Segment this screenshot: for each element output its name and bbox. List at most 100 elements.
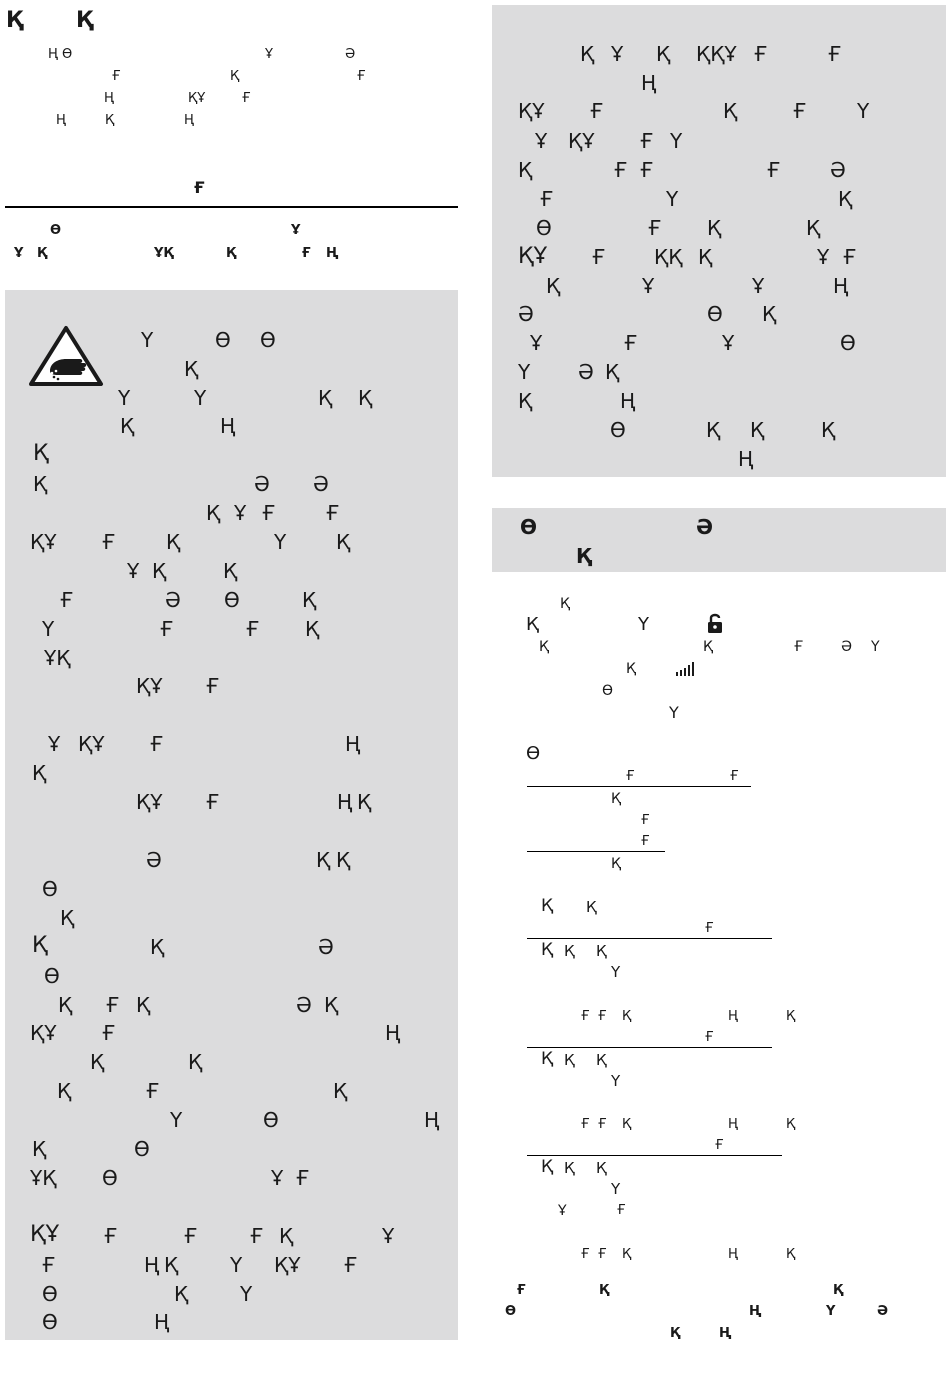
info-word: ҚҚ	[654, 245, 683, 269]
warning-word: Ғ	[184, 1224, 198, 1248]
warning-word: ҚҰ	[30, 530, 57, 554]
content-text: Қ	[626, 661, 636, 677]
warning-word: Қ	[32, 933, 48, 958]
info-word: Ң	[833, 274, 849, 298]
info-word: Ғ	[767, 158, 781, 182]
content-text: Қ	[541, 940, 554, 960]
warning-word: Қ	[120, 414, 135, 438]
warning-word: Ғ	[206, 674, 220, 698]
warning-word: Қ	[164, 1253, 179, 1277]
info-word: Ғ	[640, 158, 654, 182]
warning-word: ҚҰ	[30, 1021, 57, 1045]
warning-word: Қ	[206, 501, 221, 525]
content-text: Қ	[541, 1157, 554, 1177]
content-text: Қ	[564, 942, 575, 960]
warning-word: Қ	[358, 386, 373, 410]
header-text: Ғ	[112, 69, 121, 84]
footer-text: Ә	[877, 1304, 889, 1319]
warning-word: Ө	[42, 1282, 58, 1306]
warning-word: Қ	[336, 848, 351, 872]
content-text: Ң	[728, 1009, 738, 1024]
unlock-icon	[708, 613, 722, 633]
info-word: Қ	[656, 42, 671, 66]
warning-word: Ң	[337, 790, 353, 814]
warning-word: Қ	[223, 559, 238, 583]
warning-word: Ғ	[102, 530, 116, 554]
warning-word: Ү	[42, 617, 55, 641]
warning-word: Қ	[318, 386, 333, 410]
content-text: Қ	[703, 639, 713, 655]
warning-word: Ө	[42, 877, 58, 901]
info-word: Ұ	[752, 274, 765, 298]
section-header-text: Ө	[520, 515, 538, 539]
warning-word: Ң	[144, 1253, 160, 1277]
warning-word: Қ	[32, 1137, 47, 1161]
info-word: Ғ	[828, 42, 842, 66]
header-text: Ұ	[265, 47, 273, 62]
form-line	[527, 1047, 772, 1048]
content-text: Қ	[786, 1117, 796, 1132]
info-word: Ө	[707, 302, 723, 326]
warning-word: Ү	[118, 386, 131, 410]
content-text: Ғ	[730, 769, 739, 784]
content-text: Қ	[596, 1159, 607, 1177]
header-text: Ғ	[357, 69, 366, 84]
warning-word: Ғ	[344, 1253, 358, 1277]
hand-caution-icon	[29, 326, 103, 386]
warning-word: Ң	[220, 414, 236, 438]
warning-word: Қ	[302, 588, 317, 612]
warning-word: Ө	[260, 328, 276, 352]
section-text: Қ	[37, 246, 48, 261]
warning-word: Қ	[150, 935, 165, 959]
info-word: ҚҰ	[568, 129, 595, 153]
info-word: Қ	[546, 274, 561, 298]
header-text: Ң	[184, 113, 194, 128]
content-text: Ғ	[641, 813, 650, 828]
info-word: Ғ	[540, 187, 554, 211]
warning-word: Ө	[215, 328, 231, 352]
content-text: Қ	[560, 596, 570, 612]
info-word: Қ	[580, 42, 595, 66]
info-word: Ү	[666, 187, 679, 211]
warning-word: Ң	[154, 1310, 170, 1334]
info-word: Ғ	[592, 245, 606, 269]
footer-text: Ө	[505, 1304, 517, 1319]
header-title-glyph: Қ	[76, 8, 94, 33]
section-text: Ө	[50, 223, 62, 238]
warning-word: Ө	[224, 588, 240, 612]
warning-word: Ғ	[250, 1224, 264, 1248]
warning-word: Ү	[194, 386, 207, 410]
content-text: Ғ	[641, 834, 650, 849]
warning-word: Ғ	[150, 732, 164, 756]
warning-word: Ү	[240, 1282, 253, 1306]
warning-word: Қ	[90, 1050, 105, 1074]
content-text: Ө	[602, 683, 614, 699]
warning-word: Қ	[33, 441, 49, 466]
info-word: Қ	[706, 418, 721, 442]
section-text: Ұ	[14, 246, 24, 261]
info-word: Қ	[750, 418, 765, 442]
form-line	[527, 1155, 782, 1156]
header-text: Ө	[62, 47, 73, 62]
header-text: Ң	[104, 91, 114, 106]
content-text: Қ	[622, 1117, 632, 1132]
warning-word: Ң	[424, 1108, 440, 1132]
section-text: Ң	[326, 246, 339, 261]
footer-text: Қ	[833, 1283, 844, 1298]
content-text: Ғ	[581, 1117, 590, 1132]
warning-word: Ө	[134, 1137, 150, 1161]
warning-word: Ұ	[271, 1166, 284, 1190]
content-text: Қ	[622, 1009, 632, 1024]
info-word: Ұ	[530, 331, 543, 355]
warning-word: Ғ	[60, 588, 74, 612]
warning-word: Ә	[318, 935, 334, 959]
header-text: Ң	[48, 47, 58, 62]
warning-word: Ө	[102, 1166, 118, 1190]
warning-word: Ғ	[104, 1224, 118, 1248]
content-text: Қ	[611, 856, 621, 872]
info-word: Қ	[762, 302, 777, 326]
warning-word: Ғ	[206, 790, 220, 814]
content-text: Қ	[539, 639, 549, 655]
warning-word: Ө	[42, 1310, 58, 1334]
info-word: Қ	[806, 216, 821, 240]
